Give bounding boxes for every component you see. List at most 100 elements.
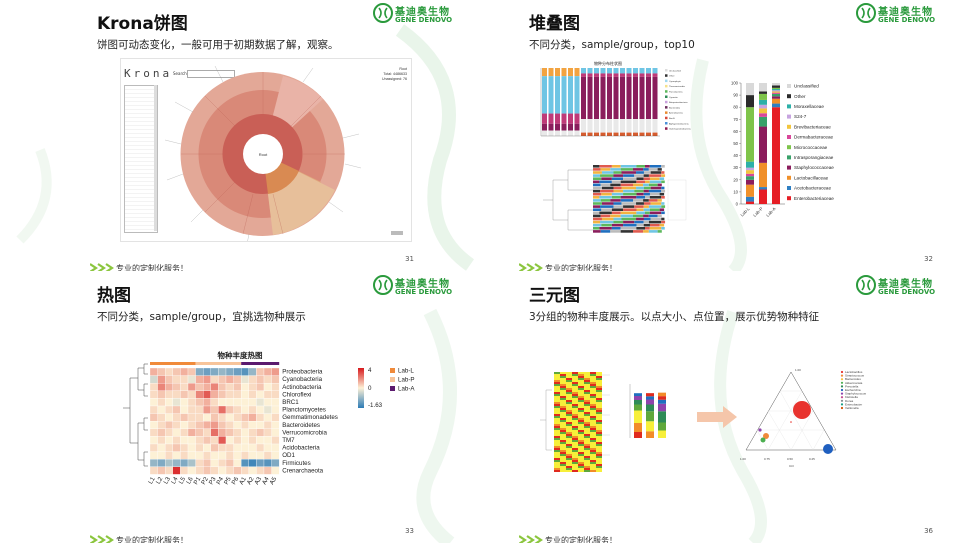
hbar-segment[interactable]	[648, 183, 658, 187]
heatmap-cell[interactable]	[572, 468, 578, 470]
heatmap-cell[interactable]	[554, 410, 560, 412]
hbar-segment[interactable]	[623, 174, 635, 177]
stack-segment[interactable]	[548, 123, 554, 131]
heatmap-cell[interactable]	[584, 410, 590, 412]
stack-segment[interactable]	[652, 132, 658, 136]
hbar-segment[interactable]	[645, 196, 650, 199]
hbar-segment[interactable]	[599, 180, 612, 184]
heatmap-cell[interactable]	[149, 367, 158, 376]
heatmap-cell[interactable]	[248, 459, 257, 467]
hbar-segment[interactable]	[613, 186, 622, 190]
point-green[interactable]	[760, 437, 766, 443]
hbar-segment[interactable]	[643, 217, 651, 221]
heatmap-cell[interactable]	[218, 421, 227, 429]
heatmap-cell[interactable]	[578, 424, 584, 426]
heatmap-cell[interactable]	[566, 384, 572, 386]
heatmap-cell[interactable]	[187, 413, 196, 422]
hbar-segment[interactable]	[593, 214, 601, 218]
heatmap-cell[interactable]	[584, 396, 590, 398]
heatmap-cell[interactable]	[578, 434, 584, 436]
heatmap-cell[interactable]	[590, 376, 596, 378]
stack-segment[interactable]	[581, 119, 586, 133]
hbar-segment[interactable]	[593, 180, 600, 184]
heatmap-cell[interactable]	[584, 402, 590, 404]
heatmap-cell[interactable]	[554, 378, 560, 380]
hbar-segment[interactable]	[593, 174, 601, 177]
heatmap-cell[interactable]	[218, 451, 227, 460]
heatmap-cell[interactable]	[210, 459, 219, 467]
heatmap-cell[interactable]	[590, 374, 596, 376]
group-stack-segment[interactable]	[772, 89, 780, 91]
hbar-segment[interactable]	[636, 202, 644, 205]
heatmap-cell[interactable]	[578, 432, 584, 434]
heatmap-cell[interactable]	[203, 398, 211, 407]
stack-segment[interactable]	[594, 76, 599, 119]
heatmap-cell[interactable]	[596, 400, 602, 402]
heatmap-cell[interactable]	[241, 443, 249, 452]
heatmap-cell[interactable]	[263, 428, 272, 437]
heatmap-cell[interactable]	[248, 436, 257, 445]
group-stack-segment[interactable]	[746, 161, 754, 168]
heatmap-cell[interactable]	[560, 386, 566, 388]
heatmap-cell[interactable]	[157, 436, 166, 445]
group-stack-segment[interactable]	[746, 196, 754, 202]
heatmap-cell[interactable]	[157, 451, 166, 460]
heatmap-cell[interactable]	[560, 452, 566, 454]
group-stack-segment[interactable]	[759, 83, 767, 92]
heatmap-cell[interactable]	[165, 383, 173, 391]
group-stack-segment[interactable]	[772, 103, 780, 108]
heatmap-cell[interactable]	[149, 383, 158, 391]
heatmap-cell[interactable]	[271, 367, 280, 376]
heatmap-cell[interactable]	[572, 396, 578, 398]
stack-segment[interactable]	[639, 119, 645, 133]
hbar-segment[interactable]	[593, 230, 601, 233]
heatmap-cell[interactable]	[554, 468, 560, 470]
hbar-segment[interactable]	[643, 183, 649, 187]
stack-segment[interactable]	[633, 76, 638, 119]
heatmap-cell[interactable]	[195, 413, 204, 422]
heatmap-cell[interactable]	[566, 452, 572, 454]
heatmap-cell[interactable]	[590, 446, 596, 448]
heatmap-cell[interactable]	[578, 462, 584, 464]
stack-segment[interactable]	[613, 68, 619, 74]
hbar-segment[interactable]	[649, 208, 660, 211]
heatmap-cell[interactable]	[566, 408, 572, 410]
heatmap-cell[interactable]	[596, 394, 602, 396]
heatmap-cell[interactable]	[554, 392, 560, 394]
heatmap-cell[interactable]	[195, 398, 204, 407]
hbar-segment[interactable]	[593, 223, 602, 227]
heatmap-cell[interactable]	[590, 384, 596, 386]
heatmap-cell[interactable]	[590, 416, 596, 418]
group-stack-segment[interactable]	[746, 184, 754, 197]
heatmap-cell[interactable]	[590, 388, 596, 390]
heatmap-cell[interactable]	[584, 468, 590, 470]
hbar-segment[interactable]	[600, 205, 614, 208]
group-stack-segment[interactable]	[759, 162, 767, 188]
heatmap-cell[interactable]	[180, 443, 189, 452]
hbar-segment[interactable]	[623, 192, 637, 196]
heatmap-cell[interactable]	[566, 470, 572, 472]
heatmap-cell[interactable]	[248, 443, 257, 452]
heatmap-cell[interactable]	[263, 413, 272, 422]
heatmap-cell[interactable]	[180, 375, 189, 384]
heatmap-cell[interactable]	[256, 466, 265, 475]
heatmap-cell[interactable]	[560, 424, 566, 426]
hbar-segment[interactable]	[649, 180, 662, 184]
heatmap-cell[interactable]	[596, 424, 602, 426]
heatmap-cell[interactable]	[203, 443, 211, 452]
heatmap-cell[interactable]	[596, 458, 602, 460]
group-stack-segment[interactable]	[772, 85, 780, 88]
heatmap-cell[interactable]	[572, 452, 578, 454]
hbar-segment[interactable]	[610, 168, 621, 171]
heatmap-cell[interactable]	[210, 421, 219, 429]
heatmap-cell[interactable]	[590, 408, 596, 410]
heatmap-cell[interactable]	[210, 436, 219, 445]
heatmap-cell[interactable]	[566, 380, 572, 382]
heatmap-cell[interactable]	[157, 390, 166, 399]
heatmap-cell[interactable]	[165, 405, 173, 414]
stack-segment[interactable]	[587, 76, 593, 119]
hbar-segment[interactable]	[634, 189, 644, 193]
heatmap-cell[interactable]	[241, 405, 249, 414]
heatmap-cell[interactable]	[233, 390, 242, 399]
group-stack-segment[interactable]	[759, 99, 767, 105]
